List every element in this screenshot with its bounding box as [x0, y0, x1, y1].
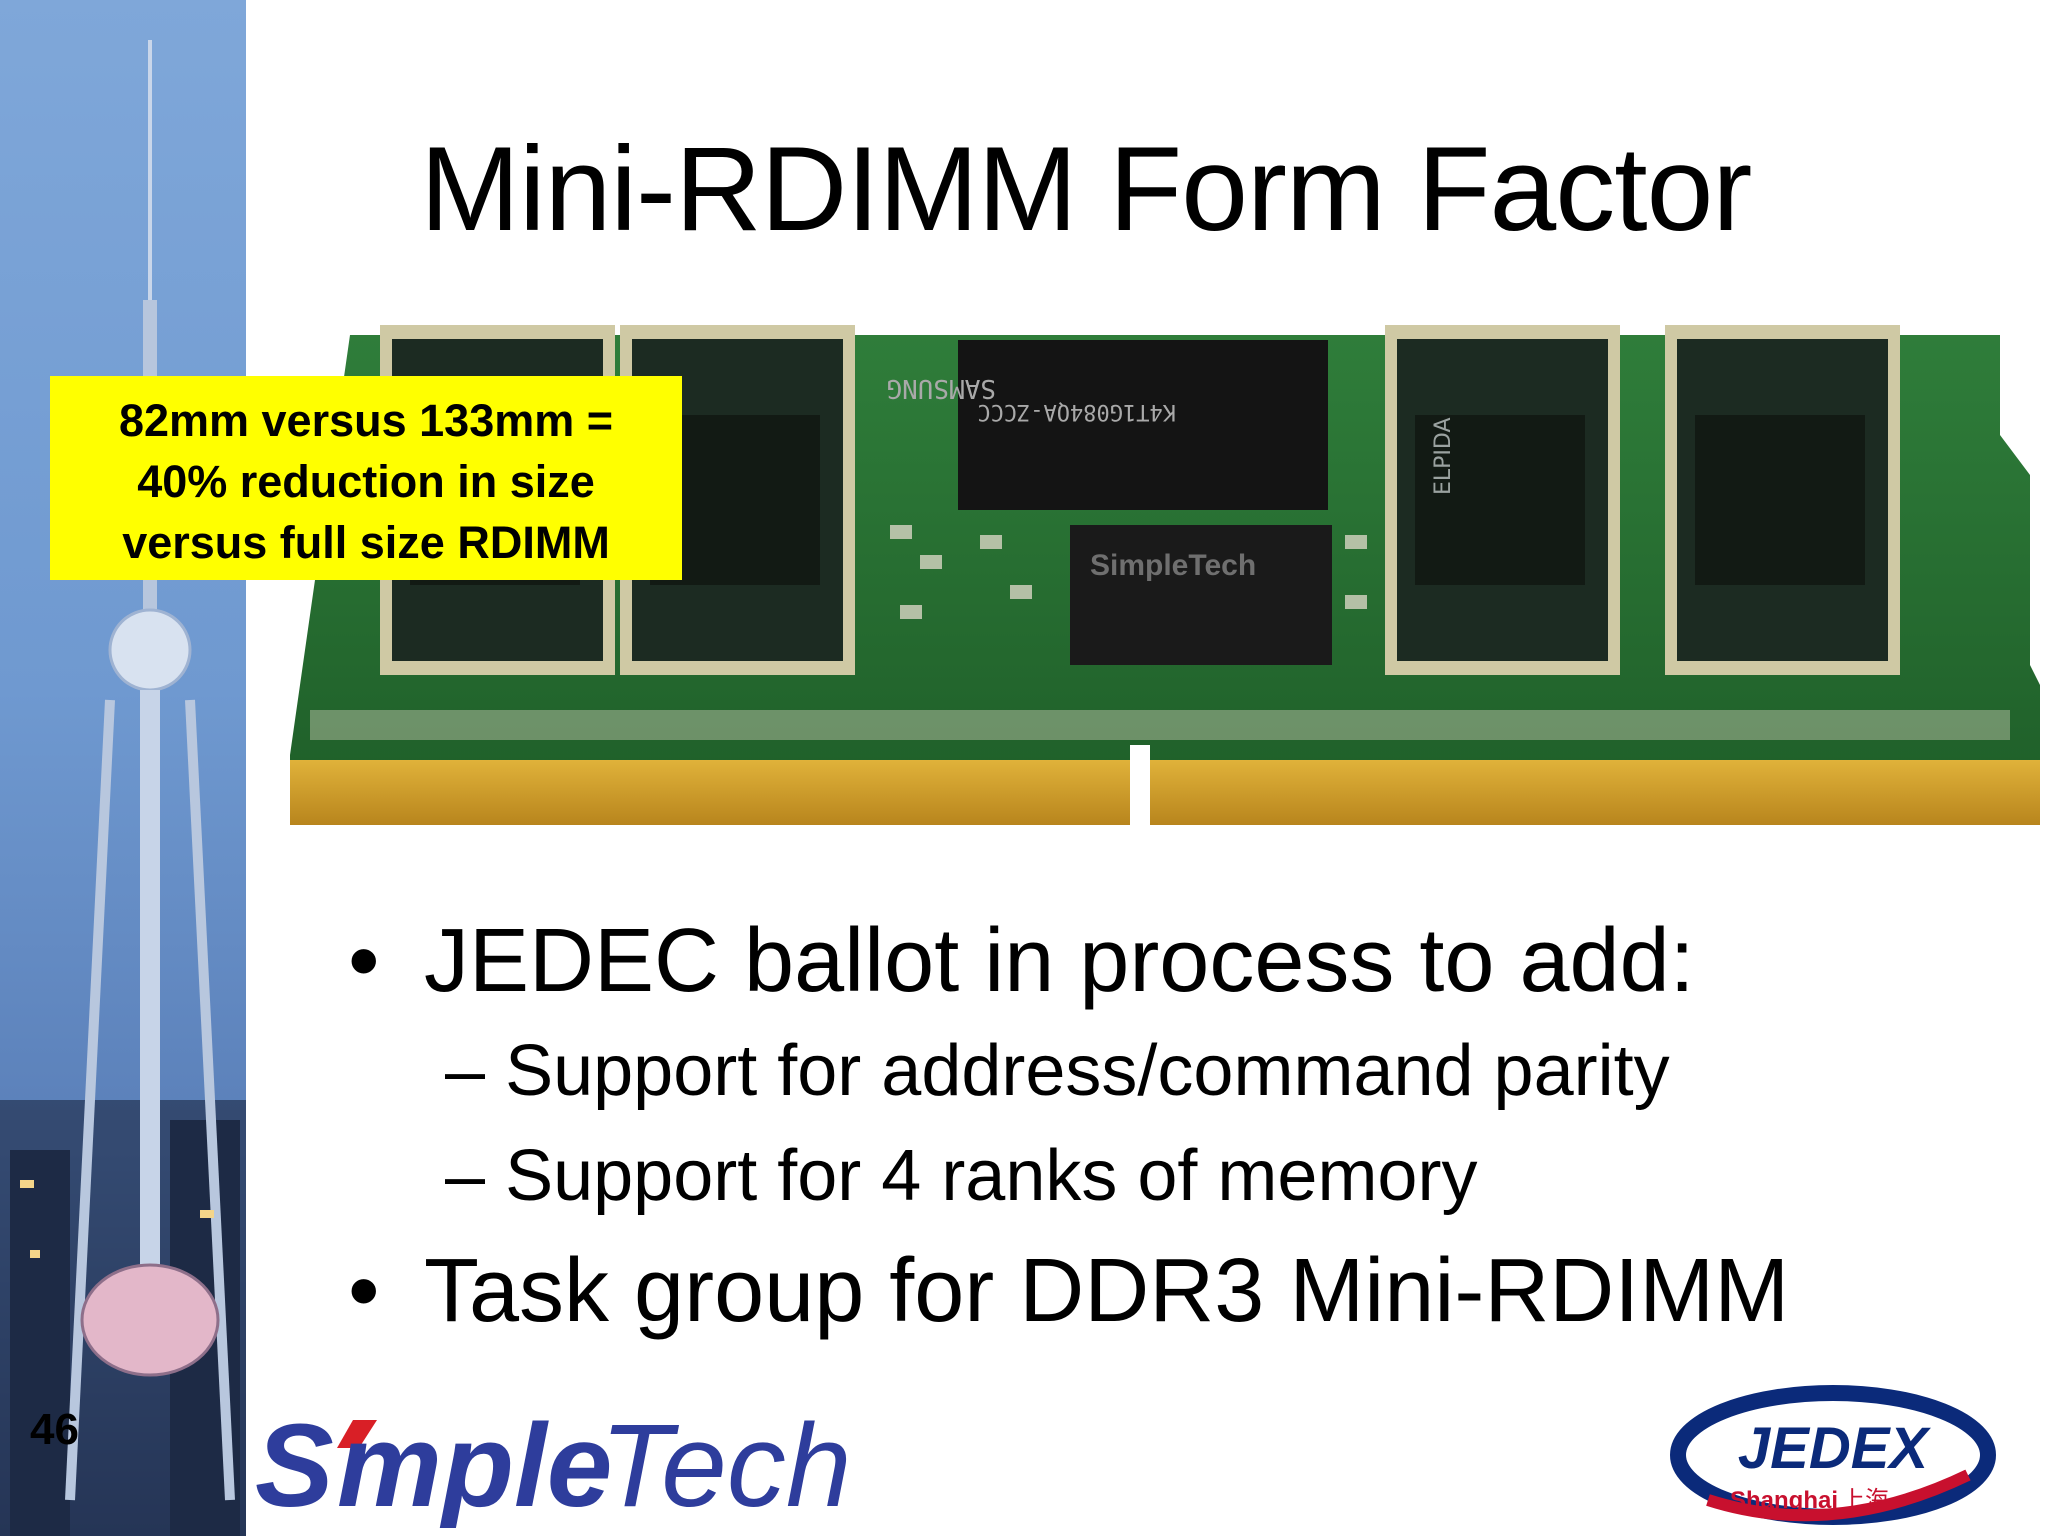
simpletech-logo: S mple Tech [255, 1400, 852, 1528]
sub-bullet-item: – Support for 4 ranks of memory [445, 1135, 1477, 1217]
logo-letter-s: S [255, 1400, 334, 1528]
logo-accent-mark [337, 1420, 377, 1448]
sub-bullet-symbol: – [445, 1031, 486, 1111]
logo-swoosh [1706, 1469, 1971, 1522]
bullet-symbol: • [348, 1241, 380, 1341]
callout-line: 82mm versus 133mm = [118, 395, 614, 446]
chip-label: K4T1G084QA-ZCCC [977, 399, 1176, 424]
chip-label: SimpleTech [1090, 549, 1256, 582]
logo-word-mple: mple [337, 1400, 612, 1528]
bullet-item: • JEDEC ballot in process to add: [348, 910, 1695, 1013]
sub-bullet-text: Support for address/command parity [505, 1031, 1670, 1111]
dram-chip: ELPIDA [1385, 325, 1620, 675]
bullet-item: • Task group for DDR3 Mini-RDIMM [348, 1240, 1789, 1343]
page-number: 46 [30, 1405, 79, 1454]
jedex-shanghai-logo: JEDEX Shanghai 上海 [1670, 1385, 1996, 1525]
callout-line: versus full size RDIMM [122, 517, 610, 568]
gold-contacts-right [1150, 760, 2040, 825]
bullet-symbol: • [348, 911, 380, 1011]
register-chip: SAMSUNG K4T1G084QA-ZCCC [886, 340, 1328, 510]
dram-chip [1665, 325, 1900, 675]
passive-components [890, 525, 1367, 619]
bullet-text: JEDEC ballot in process to add: [424, 911, 1695, 1011]
size-comparison-callout: 82mm versus 133mm = 40% reduction in siz… [50, 376, 682, 580]
sub-bullet-symbol: – [445, 1136, 486, 1216]
sub-bullet-text: Support for 4 ranks of memory [505, 1136, 1478, 1216]
logo-word-tech: Tech [600, 1400, 852, 1528]
tower-illustration [0, 40, 246, 1536]
sub-bullet-item: – Support for address/command parity [445, 1030, 1670, 1112]
left-decorative-band [0, 0, 246, 1536]
logo-city-text: Shanghai [1730, 1487, 1838, 1514]
callout-line: 40% reduction in size [137, 456, 595, 507]
logo-jedex-text: JEDEX [1738, 1416, 1932, 1481]
slide-title: Mini-RDIMM Form Factor [420, 122, 1752, 256]
key-notch [1130, 745, 1150, 825]
chip-label: ELPIDA [1431, 417, 1456, 495]
bullet-text: Task group for DDR3 Mini-RDIMM [424, 1241, 1790, 1341]
chip-label: SAMSUNG [886, 373, 996, 403]
pll-chip: SimpleTech [1070, 525, 1332, 665]
logo-city-cn-text: 上海 [1841, 1486, 1889, 1514]
gold-contacts-left [290, 760, 1130, 825]
